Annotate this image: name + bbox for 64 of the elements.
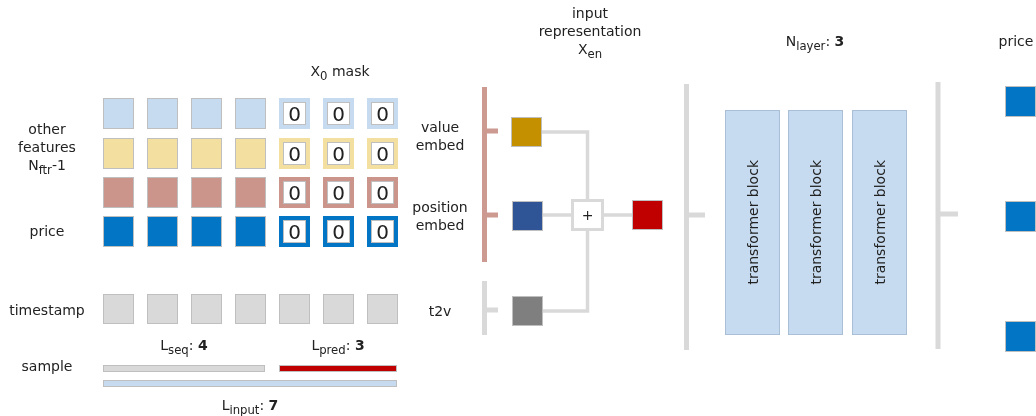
length-label: L$_{input}$: 7: [220, 396, 280, 416]
masked-cell: 0: [367, 138, 398, 169]
transformer-block: transformer block: [725, 110, 780, 335]
feature-cell: [235, 177, 266, 208]
timestamp-cell: [103, 294, 134, 324]
masked-cell: 0: [279, 177, 310, 208]
feature-cell: [191, 138, 222, 169]
text-label: N$_{layer}$: 3: [784, 32, 846, 55]
feature-cell: [103, 216, 134, 247]
representation-square: [632, 200, 663, 230]
feature-cell: [103, 177, 134, 208]
feature-cell: [235, 98, 266, 129]
timestamp-cell: [147, 294, 178, 324]
connector-line: [604, 213, 632, 217]
feature-cell: [147, 177, 178, 208]
masked-cell: 0: [323, 177, 354, 208]
timestamp-cell: [191, 294, 222, 324]
text-label: value embed: [414, 118, 466, 154]
connector-line: [543, 213, 571, 217]
feature-cell: [191, 98, 222, 129]
masked-cell: 0: [279, 138, 310, 169]
text-label: t2v: [427, 302, 453, 320]
feature-cell: [147, 98, 178, 129]
feature-cell: [147, 138, 178, 169]
masked-cell: 0: [279, 216, 310, 247]
connector-line: [542, 130, 590, 199]
output-cell: [1005, 86, 1036, 117]
connector-line: [543, 231, 590, 313]
text-label: input representation X$_{en}$: [537, 4, 643, 63]
text-label: position embed: [411, 198, 469, 234]
embedding-square: [511, 117, 542, 147]
text-label: timestamp: [8, 301, 86, 319]
output-cell: [1005, 201, 1036, 232]
text-label: price: [997, 32, 1035, 50]
sum-node: +: [571, 199, 604, 231]
masked-cell: 0: [323, 216, 354, 247]
text-label: price: [28, 222, 66, 240]
feature-cell: [103, 138, 134, 169]
output-cell: [1005, 321, 1036, 352]
feature-cell: [191, 216, 222, 247]
masked-cell: 0: [323, 138, 354, 169]
masked-cell: 0: [367, 216, 398, 247]
feature-cell: [235, 138, 266, 169]
text-label: X$_{0}$ mask: [309, 62, 371, 85]
length-label: L$_{seq}$: 4: [159, 336, 209, 359]
transformer-block: transformer block: [788, 110, 843, 335]
embedding-square: [512, 296, 543, 326]
feature-cell: [103, 98, 134, 129]
masked-cell: 0: [367, 98, 398, 129]
masked-cell: 0: [367, 177, 398, 208]
text-label: sample: [20, 357, 74, 375]
feature-cell: [191, 177, 222, 208]
feature-cell: [235, 216, 266, 247]
feature-cell: [147, 216, 178, 247]
timestamp-cell: [279, 294, 310, 324]
text-label: other features N$_{ftr}$-1: [17, 120, 77, 179]
masked-cell: 0: [279, 98, 310, 129]
masked-cell: 0: [323, 98, 354, 129]
length-label: L$_{pred}$: 3: [310, 336, 366, 359]
transformer-block: transformer block: [852, 110, 907, 335]
timestamp-cell: [235, 294, 266, 324]
timestamp-cell: [323, 294, 354, 324]
embedding-square: [512, 201, 543, 231]
timestamp-cell: [367, 294, 398, 324]
